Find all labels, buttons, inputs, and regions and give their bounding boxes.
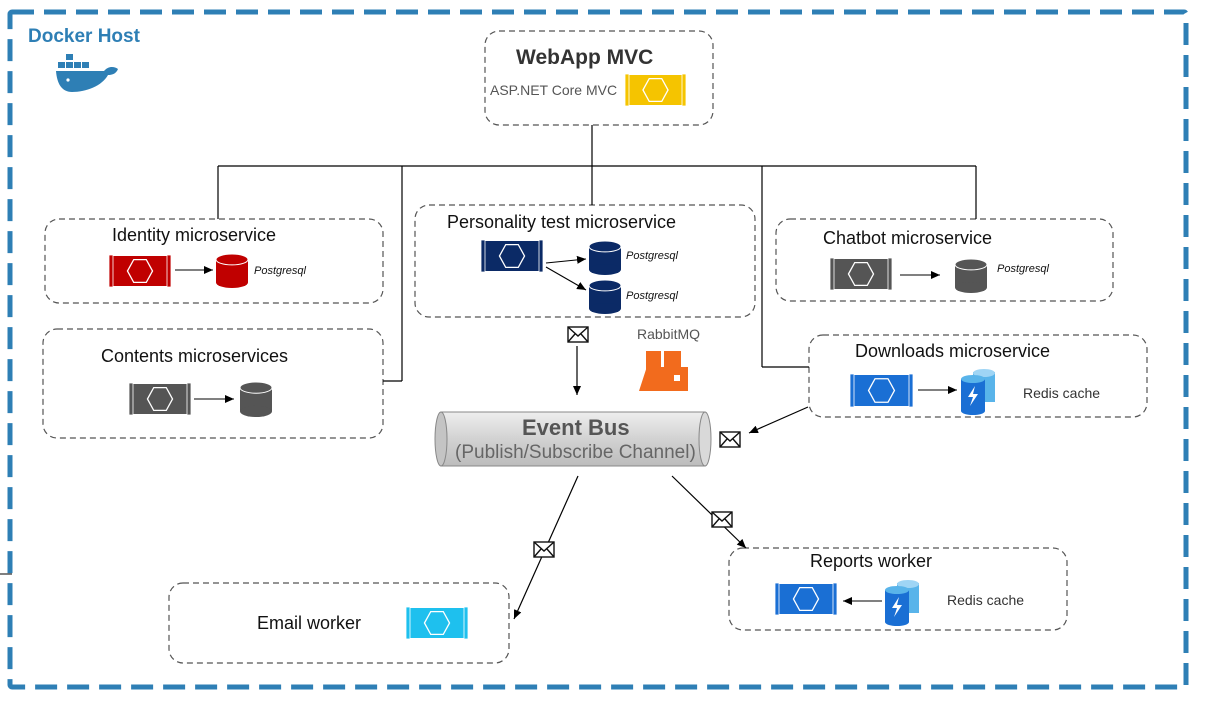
rabbitmq-icon xyxy=(639,351,688,391)
webapp-title: WebApp MVC xyxy=(516,46,654,69)
personality-database-icon xyxy=(588,279,622,314)
personality-container-icon xyxy=(480,239,544,273)
webapp-box xyxy=(484,30,714,126)
message-envelope-icon xyxy=(719,431,741,448)
contents-box xyxy=(42,328,384,439)
message-envelope-icon xyxy=(533,541,555,558)
downloads-redis-cache-icon xyxy=(961,369,995,415)
personality-db-label-1: Postgresql xyxy=(626,250,678,262)
chatbot-db-label: Postgresql xyxy=(997,263,1049,275)
downloads-container-icon xyxy=(849,373,914,408)
reports-cache-label: Redis cache xyxy=(947,592,1025,608)
bus-to-reports-arrow xyxy=(671,475,747,549)
personality-box xyxy=(414,204,756,318)
message-envelope-icon xyxy=(711,511,733,528)
reports-redis-cache-icon xyxy=(885,580,919,626)
webapp-container-icon xyxy=(624,73,687,107)
contents-title: Contents microservices xyxy=(101,346,289,366)
docker-host-border xyxy=(7,9,1189,690)
personality-title: Personality test microservice xyxy=(447,212,677,232)
downloads-to-bus-arrow xyxy=(748,406,809,434)
downloads-title: Downloads microservice xyxy=(855,341,1051,361)
identity-title: Identity microservice xyxy=(112,225,277,245)
downloads-box xyxy=(808,334,1148,418)
identity-container-icon xyxy=(108,254,172,288)
email-container-icon xyxy=(405,606,469,640)
contents-container-icon xyxy=(128,382,192,416)
identity-database-icon xyxy=(215,253,249,288)
docker-whale-icon xyxy=(56,54,118,92)
docker-host-label: Docker Host xyxy=(28,26,140,47)
personality-database-icon xyxy=(588,240,622,275)
webapp-connectors xyxy=(217,125,977,382)
chatbot-title: Chatbot microservice xyxy=(823,228,993,248)
identity-db-label: Postgresql xyxy=(254,265,306,277)
message-envelope-icon xyxy=(567,326,589,343)
chatbot-box xyxy=(775,218,1114,302)
reports-container-icon xyxy=(774,582,838,616)
webapp-subtitle: ASP.NET Core MVC xyxy=(490,82,618,98)
personality-db-arrow-1 xyxy=(545,255,587,264)
personality-db-arrow-2 xyxy=(545,266,587,291)
chatbot-container-icon xyxy=(829,257,893,291)
identity-box xyxy=(44,218,384,304)
email-title: Email worker xyxy=(257,613,362,633)
email-box xyxy=(168,582,510,664)
event-bus-title: Event Bus xyxy=(522,415,630,440)
personality-db-label-2: Postgresql xyxy=(626,290,678,302)
event-bus-subtitle: (Publish/Subscribe Channel) xyxy=(455,442,696,463)
rabbitmq-label: RabbitMQ xyxy=(637,326,701,342)
downloads-cache-label: Redis cache xyxy=(1023,385,1101,401)
reports-box xyxy=(728,547,1068,631)
contents-database-icon xyxy=(239,381,273,417)
reports-title: Reports worker xyxy=(810,551,933,571)
chatbot-database-icon xyxy=(954,258,988,293)
event-bus xyxy=(434,411,712,467)
